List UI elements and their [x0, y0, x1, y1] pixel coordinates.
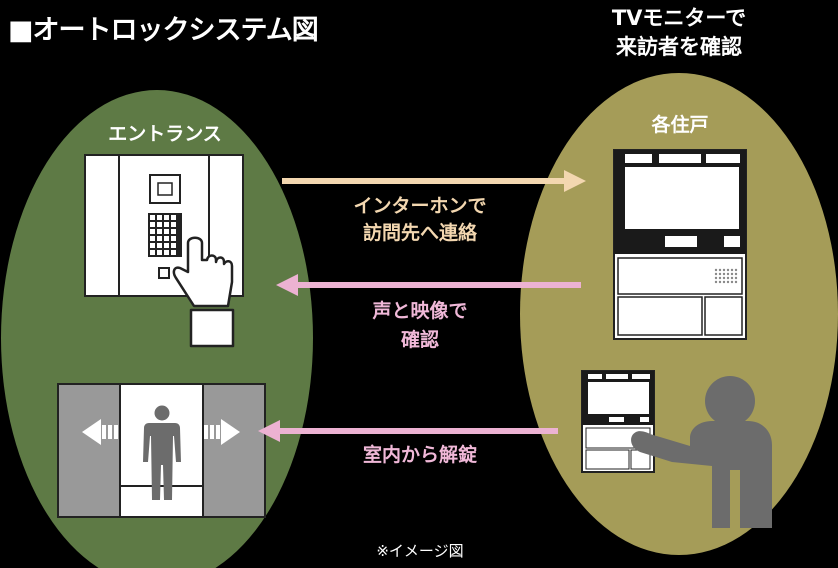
person-icon: [143, 405, 181, 500]
tv-caption: TVモニターで 来訪者を確認: [588, 4, 770, 62]
door-left-arrow-icon: [82, 419, 118, 445]
intercom-caption-line1: インターホンで: [353, 195, 487, 217]
page-title: ■オートロックシステム図: [8, 15, 319, 46]
residence-label: 各住戸: [651, 114, 709, 136]
entrance-label: エントランス: [108, 123, 222, 145]
arrow-unlock-to-door: [258, 420, 558, 442]
room-intercom-monitor: [613, 149, 747, 340]
confirm-caption: 声と映像で 確認: [330, 297, 510, 355]
arrow-confirm-to-entrance: [276, 274, 581, 296]
arrow-intercom-to-residence: [282, 170, 586, 192]
resident-person-icon: [631, 376, 772, 528]
intercom-caption-line2: 訪問先へ連絡: [362, 222, 477, 244]
small-intercom-monitor: [581, 370, 655, 473]
tv-caption-line1: TVモニターで: [611, 6, 747, 30]
confirm-caption-line1: 声と映像で: [372, 300, 468, 322]
unlock-caption: 室内から解錠: [362, 444, 477, 466]
tv-caption-line2: 来訪者を確認: [616, 35, 742, 59]
confirm-caption-line2: 確認: [400, 329, 439, 351]
door-right-arrow-icon: [204, 419, 240, 445]
image-note: ※イメージ図: [376, 542, 464, 560]
pressing-hand-icon: [172, 236, 235, 348]
intercom-caption: インターホンで 訪問先へ連絡: [320, 193, 520, 247]
